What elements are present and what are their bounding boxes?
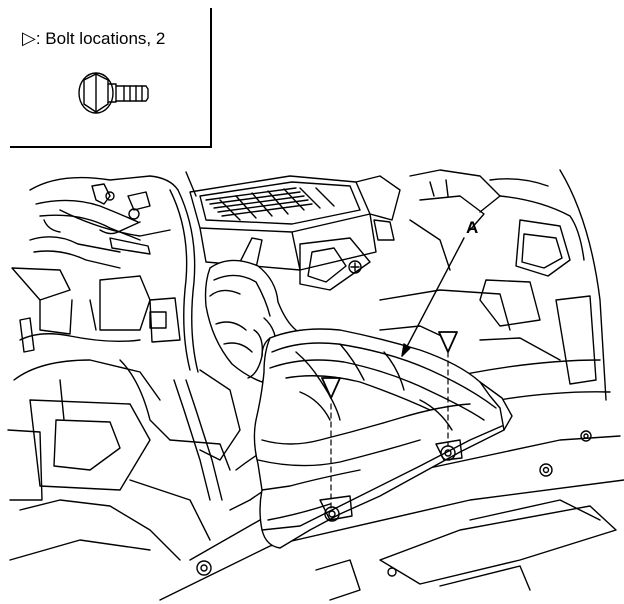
engine-bay-background [7,175,241,561]
callout-label-a: A [466,218,479,237]
triangle-marker-icon [438,331,458,353]
legend-label: ▷: Bolt locations, 2 [22,28,165,49]
bolt-leader-lines [330,351,449,509]
air-cleaner-housing [185,171,401,291]
engine-bay-right [379,169,607,401]
triangle-marker-icon: ▷ [22,28,36,49]
legend-text: : Bolt locations, 2 [35,29,166,48]
triangle-marker-icon [321,377,341,399]
callout-a-leader [401,237,465,357]
legend-box: ▷: Bolt locations, 2 [10,8,212,148]
flange-bolt-icon [78,72,149,114]
air-duct-resonator [253,328,513,549]
